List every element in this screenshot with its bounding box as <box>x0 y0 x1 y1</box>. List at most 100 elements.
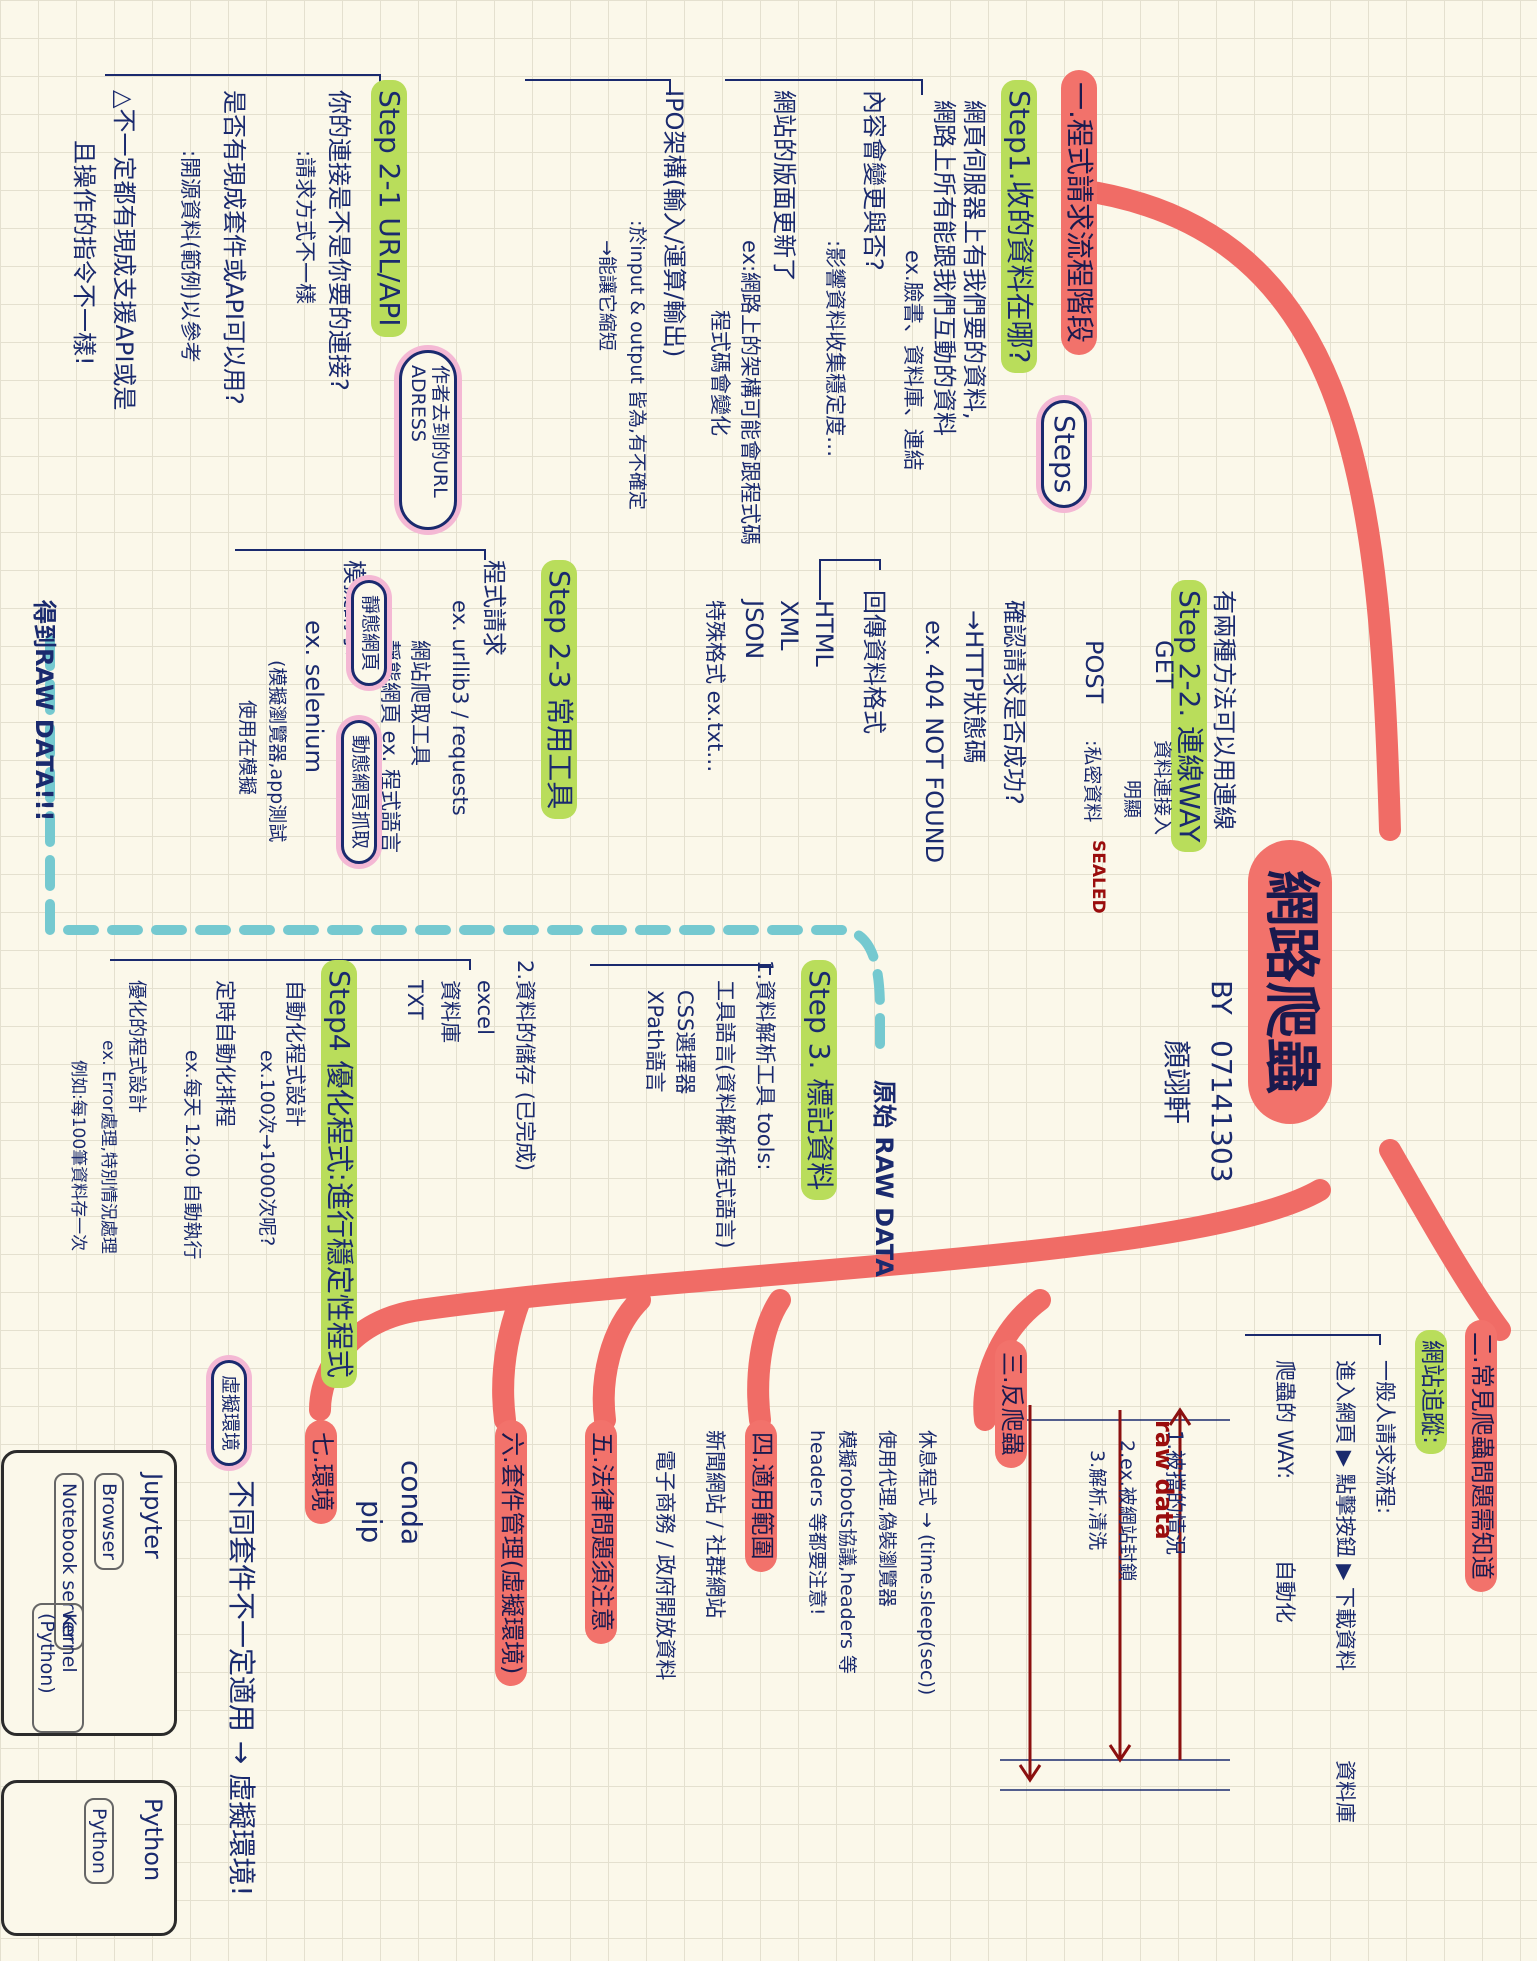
step3-line-1: 工具語言(資料解析程式語言) <box>713 980 737 1249</box>
step2-3-title: Step 2-3 常用工具 <box>540 560 577 820</box>
step1-line-3: 內容會變更與否? <box>860 90 888 271</box>
step2-2-line-13: 特殊格式 ex.txt… <box>703 600 727 773</box>
step2-3-line-7: 使用在模擬 <box>236 700 258 796</box>
step2-3-bubble-static: 靜態網頁 <box>351 580 387 687</box>
step2-2-title: Step 2-2. 連線WAY <box>1170 580 1207 853</box>
branch1-title: 一.程式請求流程階段 <box>1060 70 1097 355</box>
step2-2-line-1: GET <box>1150 640 1178 689</box>
bracket-right <box>1245 1334 1381 1345</box>
raw-data-red: raw data <box>1150 1420 1178 1540</box>
step1-line-2: ex.臉書、資料庫、連結 <box>901 250 925 471</box>
branch5-title: 五.法律問題須注意 <box>585 1420 617 1644</box>
step2-1-line-2: 是否有現成套件或API可以用? <box>220 90 248 405</box>
step2-2-line-11: XML <box>775 600 803 651</box>
branch6-title: 六.套件管理(虛擬環境) <box>495 1420 527 1687</box>
branch2-subtitle: 網站追蹤: <box>1415 1330 1447 1455</box>
step2-3-line-1: ex. urllib3 / requests <box>448 600 472 816</box>
step2-1-line-4: △不一定都有現成支援API或是 <box>110 90 138 411</box>
author-name: 顏翊軒 <box>1160 1040 1193 1125</box>
step2-3-line-0: 程式請求 <box>480 560 508 656</box>
step2-2-line-0: 有兩種方法可以用連線 <box>1210 590 1238 830</box>
bracket-b1-1 <box>725 79 923 95</box>
step4-line-0: 自動化程式設計 <box>283 980 307 1127</box>
branch2-line-0: 一般人請求流程: <box>1373 1360 1397 1515</box>
branch3-line-5: 模擬robots協議,headers 等 <box>836 1430 858 1674</box>
step3-line-7: TXT <box>403 980 427 1020</box>
step4-line-4: 優化的程式設計 <box>126 980 148 1114</box>
step1-line-6: ex:網路上的架構可能會跟程式碼 <box>738 240 762 546</box>
branch2-title: 二.常見爬蟲問題需知道 <box>1465 1320 1497 1592</box>
step2-1-line-3: :開源資料(範例)以參考 <box>178 150 202 363</box>
step2-1-line-0: 你的連接是不是你要的連接? <box>325 90 353 391</box>
conda-text: conda <box>395 1460 428 1546</box>
step2-2-line-5: :私密資料 <box>1081 740 1103 823</box>
center-title: 網路爬蟲 <box>1247 840 1332 1124</box>
step3-line-4: 2.資料的儲存 (已完成) <box>513 960 537 1172</box>
step2-1-line-5: 且操作的指令不一樣! <box>70 140 98 366</box>
step2-2-line-2: 資料連接入 <box>1151 740 1173 836</box>
link-center-branch2 <box>1379 1139 1511 1341</box>
step2-3-bubble-dynamic: 動態網頁抓取 <box>341 720 377 865</box>
timeline-arrow-1 <box>1108 1410 1132 1763</box>
author-prefix: BY <box>1205 980 1238 1015</box>
jupyter-label: Jupyter <box>139 1473 167 1559</box>
step1-line-4: :影響資料收集穩定度… <box>823 240 847 458</box>
jupyter-box: Jupyter Browser Notebook server Kernel (… <box>1 1450 177 1736</box>
step3-title: Step 3. 標記資料 <box>800 960 837 1201</box>
bracket-b1-2 <box>525 79 671 95</box>
branch4-title: 四.適用範圍 <box>745 1420 777 1572</box>
step2-2-line-10: HTML <box>810 600 838 667</box>
link-center-branch1 <box>1069 179 1401 841</box>
steps-bubble: Steps <box>1040 400 1087 509</box>
branch2-line-2: 爬蟲的 WAY: <box>1273 1360 1297 1480</box>
python-label: Python <box>139 1798 167 1882</box>
step4-line-6: 例如:每100筆資料存一次 <box>68 1060 88 1252</box>
link-branch6 <box>492 1289 531 1431</box>
bracket-b2-1 <box>819 559 881 600</box>
step2-2-line-3: 明顯 <box>1121 780 1143 819</box>
link-branch5 <box>592 1289 651 1431</box>
step3-line-6: 資料庫 <box>438 980 462 1043</box>
step2-1-bubble: 作者去到的URL ADRESS <box>399 350 457 530</box>
step3-line-0: 1.資料解析工具 tools: <box>753 960 777 1171</box>
step1-title: Step1.收的資料在哪? <box>1000 80 1037 374</box>
bracket-b3-1 <box>590 964 771 975</box>
step2-3-line-6: (模擬瀏覽器,app測試 <box>266 660 288 843</box>
pip-text: pip <box>355 1500 388 1544</box>
step3-line-2: CSS選擇器 <box>673 990 697 1095</box>
bracket-b3-2 <box>110 959 471 970</box>
step2-1-title: Step 2-1 URL/API <box>370 80 407 337</box>
step2-3-line-5: ex. selenium <box>300 620 328 773</box>
step2-2-line-9: 回傳資料格式 <box>860 590 888 734</box>
step1-line-1: 網路上所有能跟我們互動的資料 <box>930 100 958 436</box>
env-bubble: 虛擬環境 <box>211 1360 247 1467</box>
branch2-line-3: 自動化 <box>1273 1560 1297 1623</box>
step2-2-line-4: POST <box>1080 640 1108 704</box>
step2-2-line-6: 確認請求是否成功? <box>1000 600 1028 805</box>
timeline-arrow-2 <box>1168 1407 1192 1760</box>
branch3-line-2: 3.解析,清洗 <box>1086 1450 1108 1551</box>
raw-data-label: 原始 RAW DATA <box>870 1080 898 1277</box>
branch2-line-1: 進入網頁 ▶ 點擊按鈕 ▶ 下載資料 <box>1333 1360 1357 1671</box>
browser-box: Browser <box>94 1473 124 1570</box>
branch3-line-4: 使用代理,偽裝瀏覽器 <box>876 1430 898 1608</box>
python-box: Python Python <box>1 1780 177 1936</box>
raw-data-dashed-path <box>45 635 885 1065</box>
step2-1-line-1: :請求方式不一樣 <box>293 150 317 305</box>
step2-2-line-7: →HTTP狀態碼 <box>960 610 988 764</box>
link-branch4 <box>747 1289 791 1431</box>
step3-line-5: excel <box>473 980 497 1035</box>
step4-line-5: ex. Error處理,特別情況處理 <box>98 1040 118 1254</box>
timeline-arrow-3 <box>1018 1405 1042 1783</box>
sealed-stamp: SEALED <box>1088 840 1108 914</box>
branch3-line-6: headers 等都要注意! <box>806 1430 828 1616</box>
branch3-line-1: 2.ex.被網站封鎖 <box>1116 1440 1138 1582</box>
author-id: 07141303 <box>1205 1040 1238 1183</box>
bracket-b2-2 <box>235 549 486 560</box>
branch7-title: 七.環境 <box>305 1420 337 1524</box>
step4-title: Step4 優化程式:進行穩定性程式 <box>320 960 357 1388</box>
step4-line-1: ex.100次→1000次呢? <box>256 1050 278 1247</box>
step1-line-0: 網頁伺服器上有我們要的資料, <box>960 100 988 420</box>
step2-3-line-2: 網站爬取工具 <box>408 640 432 766</box>
